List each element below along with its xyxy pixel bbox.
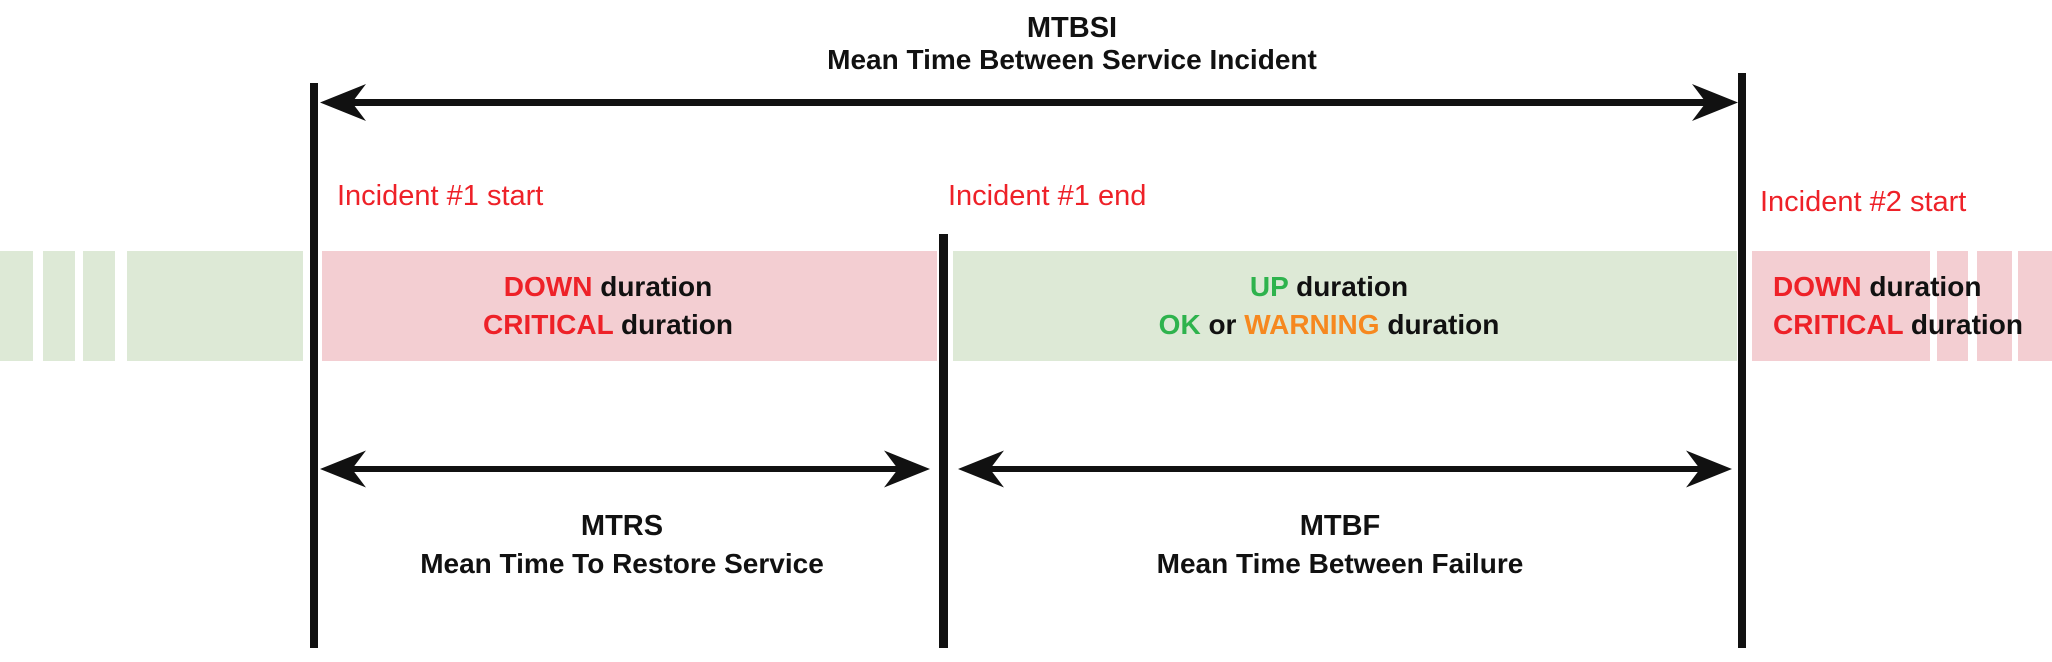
incident1-start-label: Incident #1 start — [337, 180, 544, 212]
incident1-end-label: Incident #1 end — [948, 180, 1147, 212]
mtrs-abbr: MTRS — [580, 510, 664, 542]
mtrs-span-arrow-icon — [320, 450, 930, 488]
down-band-2 — [1752, 251, 1930, 361]
diagram-title: MTBSI Mean Time Between Service Incident — [672, 12, 1472, 75]
down-band-1-label: DOWN duration CRITICAL duration — [322, 251, 894, 361]
up-duration-line: UP duration — [1249, 271, 1409, 302]
mtbf-span-arrow-icon — [958, 450, 1732, 488]
up-band — [953, 251, 1737, 361]
up-band-fragment — [83, 251, 115, 361]
mtbf-full: Mean Time Between Failure — [1156, 548, 1524, 579]
down-duration-line: DOWN duration — [503, 271, 713, 302]
title-abbr: MTBSI — [1026, 12, 1118, 44]
mtrs-label: MTRS Mean Time To Restore Service — [302, 507, 942, 582]
up-band-fragment — [0, 251, 33, 361]
up-band-fragment — [43, 251, 75, 361]
down-duration-line: DOWN duration — [1773, 271, 1982, 302]
mtbf-abbr: MTBF — [1299, 510, 1381, 542]
down-band-2-fragment — [1977, 251, 2012, 361]
mtbsi-span-arrow-icon — [320, 84, 1738, 121]
up-band-label: UP duration OK or WARNING duration — [953, 251, 1705, 361]
up-band-fragment — [127, 251, 303, 361]
incident1-end-marker-bar — [939, 234, 948, 648]
critical-duration-line: CRITICAL duration — [1773, 309, 2023, 340]
incident1-start-marker-bar — [310, 83, 318, 648]
mtbf-label: MTBF Mean Time Between Failure — [1020, 507, 1660, 582]
critical-duration-line: CRITICAL duration — [483, 309, 733, 340]
down-band-2-label: DOWN duration CRITICAL duration — [1773, 251, 2052, 361]
down-band-2-fragment — [1937, 251, 1968, 361]
ok-warning-duration-line: OK or WARNING duration — [1158, 309, 1500, 340]
mtrs-full: Mean Time To Restore Service — [420, 548, 824, 579]
down-band-2-fragment — [2018, 251, 2052, 361]
title-full: Mean Time Between Service Incident — [827, 44, 1317, 75]
incident2-start-label: Incident #2 start — [1760, 186, 1967, 218]
down-band-1 — [322, 251, 937, 361]
incident2-start-marker-bar — [1738, 73, 1746, 648]
